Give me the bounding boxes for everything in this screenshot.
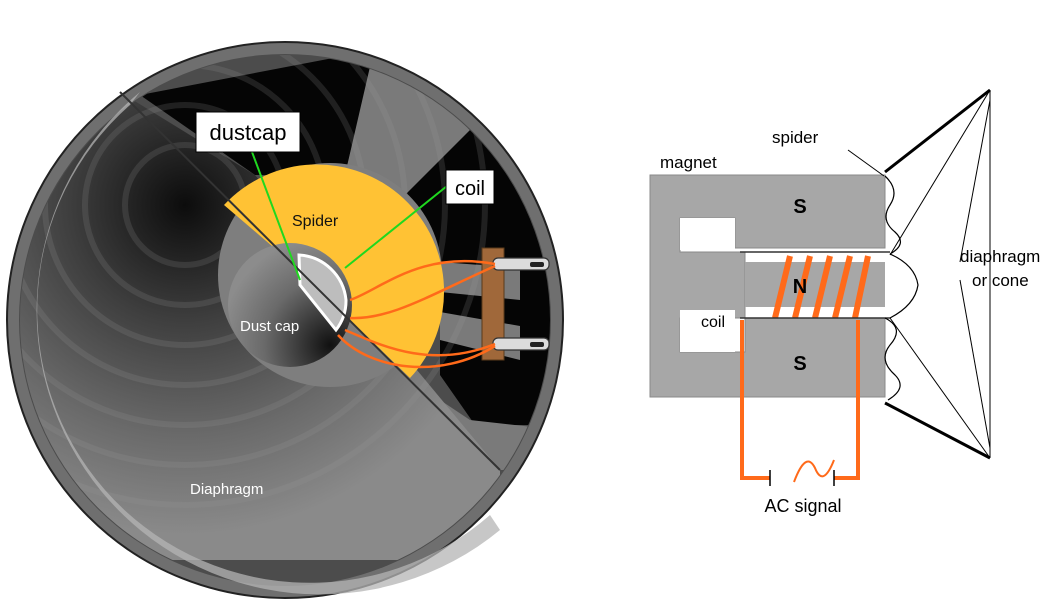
coil-callout-label: coil xyxy=(455,178,485,200)
spider-pointer xyxy=(847,149,885,177)
cone-profile xyxy=(889,253,919,319)
cutaway-edge-line xyxy=(119,91,501,471)
diaphragm-label: Diaphragm xyxy=(190,481,263,498)
coil-callout-line xyxy=(344,185,448,269)
lead-wires xyxy=(337,259,496,369)
terminal-bottom xyxy=(492,337,550,351)
cone xyxy=(884,88,991,460)
magnet-label: magnet xyxy=(660,153,717,172)
coil-label-right: coil xyxy=(701,314,725,331)
dust-cap-label: Dust cap xyxy=(240,318,299,335)
voice-coil xyxy=(772,255,871,319)
speaker-front-view: dustcap coil Spider Dust cap Diaphragm xyxy=(6,41,564,599)
diaphragm-label-right: diaphragm xyxy=(960,247,1040,266)
magnet-bottom-gap-edge xyxy=(680,310,735,352)
diaphragm-label-right-2: or cone xyxy=(972,271,1029,290)
spider-label: Spider xyxy=(292,213,339,230)
dustcap-callout-box xyxy=(195,111,301,153)
magnet-top-gap-edge xyxy=(680,218,735,250)
pole-top-label: S xyxy=(793,196,806,218)
pole-bottom-label: S xyxy=(793,353,806,375)
ac-signal-label: AC signal xyxy=(764,496,841,516)
spider-suspension xyxy=(884,175,901,401)
pole-middle-label: N xyxy=(793,276,807,298)
signal-wires xyxy=(740,320,860,480)
terminal-top xyxy=(492,257,550,271)
coil-callout-box xyxy=(445,169,495,205)
spider-label-right: spider xyxy=(772,128,819,147)
dustcap-callout-label: dustcap xyxy=(209,120,286,145)
terminal-strip xyxy=(481,247,505,361)
surround-band xyxy=(36,92,500,595)
basket-rib-top xyxy=(345,55,490,200)
speaker-cross-section: S N S spider magnet coil diaphragm or co… xyxy=(649,88,1040,516)
dustcap-callout-line xyxy=(251,151,301,281)
ac-signal-wave xyxy=(793,459,835,483)
